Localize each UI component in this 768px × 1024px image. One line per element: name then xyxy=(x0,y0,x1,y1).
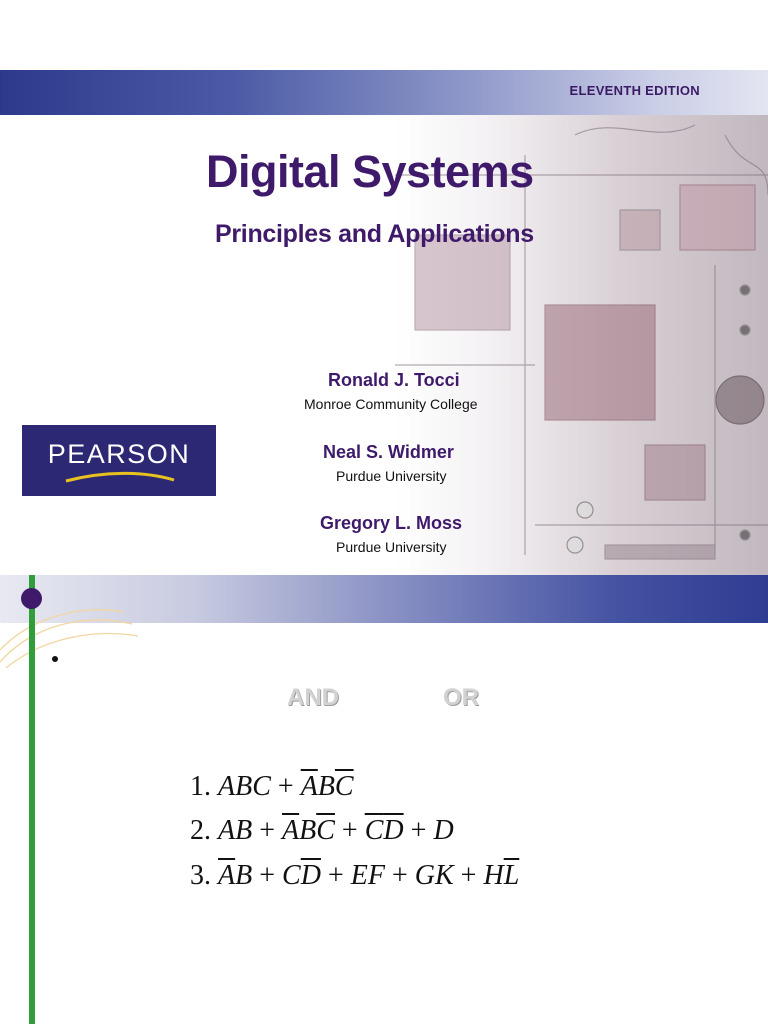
operator: + xyxy=(334,815,365,846)
expression-number: 3. xyxy=(190,860,218,891)
author-name: Neal S. Widmer xyxy=(323,442,454,462)
bullet-point xyxy=(52,656,58,662)
operator: + xyxy=(252,815,283,846)
publisher-name: PEARSON xyxy=(47,439,191,469)
book-cover: ELEVENTH EDITION xyxy=(0,70,768,575)
operator: + xyxy=(403,815,434,846)
author-affiliation: Purdue University xyxy=(336,539,447,555)
book-subtitle: Principles and Applications xyxy=(215,220,534,248)
expression-term: GK xyxy=(414,860,454,891)
author-affiliation: Monroe Community College xyxy=(304,396,478,412)
expression-line: 1. ABC + ABC xyxy=(190,771,354,803)
expression-number: 1. xyxy=(190,771,218,802)
expression-line: 2. AB + ABC + CD + D xyxy=(190,815,454,847)
logo-swoosh-icon xyxy=(65,471,175,483)
cover-top-band: ELEVENTH EDITION xyxy=(0,70,768,115)
expression-term: D xyxy=(433,815,454,846)
expression-number: 2. xyxy=(190,815,218,846)
expression-term: ABC xyxy=(218,771,271,802)
expression-term: CD xyxy=(282,860,321,891)
accent-dot xyxy=(21,588,42,609)
expression-term: HL xyxy=(483,860,520,891)
pearson-logo: PEARSON xyxy=(22,425,216,496)
expression-term: ABC xyxy=(282,815,335,846)
edition-label: ELEVENTH EDITION xyxy=(569,83,700,98)
expression-term: AB xyxy=(218,860,253,891)
operator: + xyxy=(270,771,301,802)
operator: + xyxy=(453,860,484,891)
expression-line: 3. AB + CD + EF + GK + HL xyxy=(190,860,519,892)
circuit-board-graphic xyxy=(395,124,768,560)
expression-term: AB xyxy=(218,815,253,846)
expression-term: ABC xyxy=(300,771,354,802)
operator: + xyxy=(320,860,351,891)
operator: + xyxy=(384,860,415,891)
decorative-arcs xyxy=(0,609,139,669)
author-affiliation: Purdue University xyxy=(336,468,447,484)
author-name: Gregory L. Moss xyxy=(320,513,463,533)
and-label: AND xyxy=(287,684,339,711)
slide-header-band xyxy=(0,575,768,623)
book-title: Digital Systems xyxy=(206,146,534,197)
expression-term: CD xyxy=(364,815,404,846)
author-name: Ronald J. Tocci xyxy=(328,370,460,390)
expression-term: EF xyxy=(350,860,385,891)
or-label: OR xyxy=(443,684,479,711)
operator: + xyxy=(252,860,283,891)
circuit-board-illustration xyxy=(395,115,768,575)
accent-vertical-line xyxy=(29,575,35,1024)
